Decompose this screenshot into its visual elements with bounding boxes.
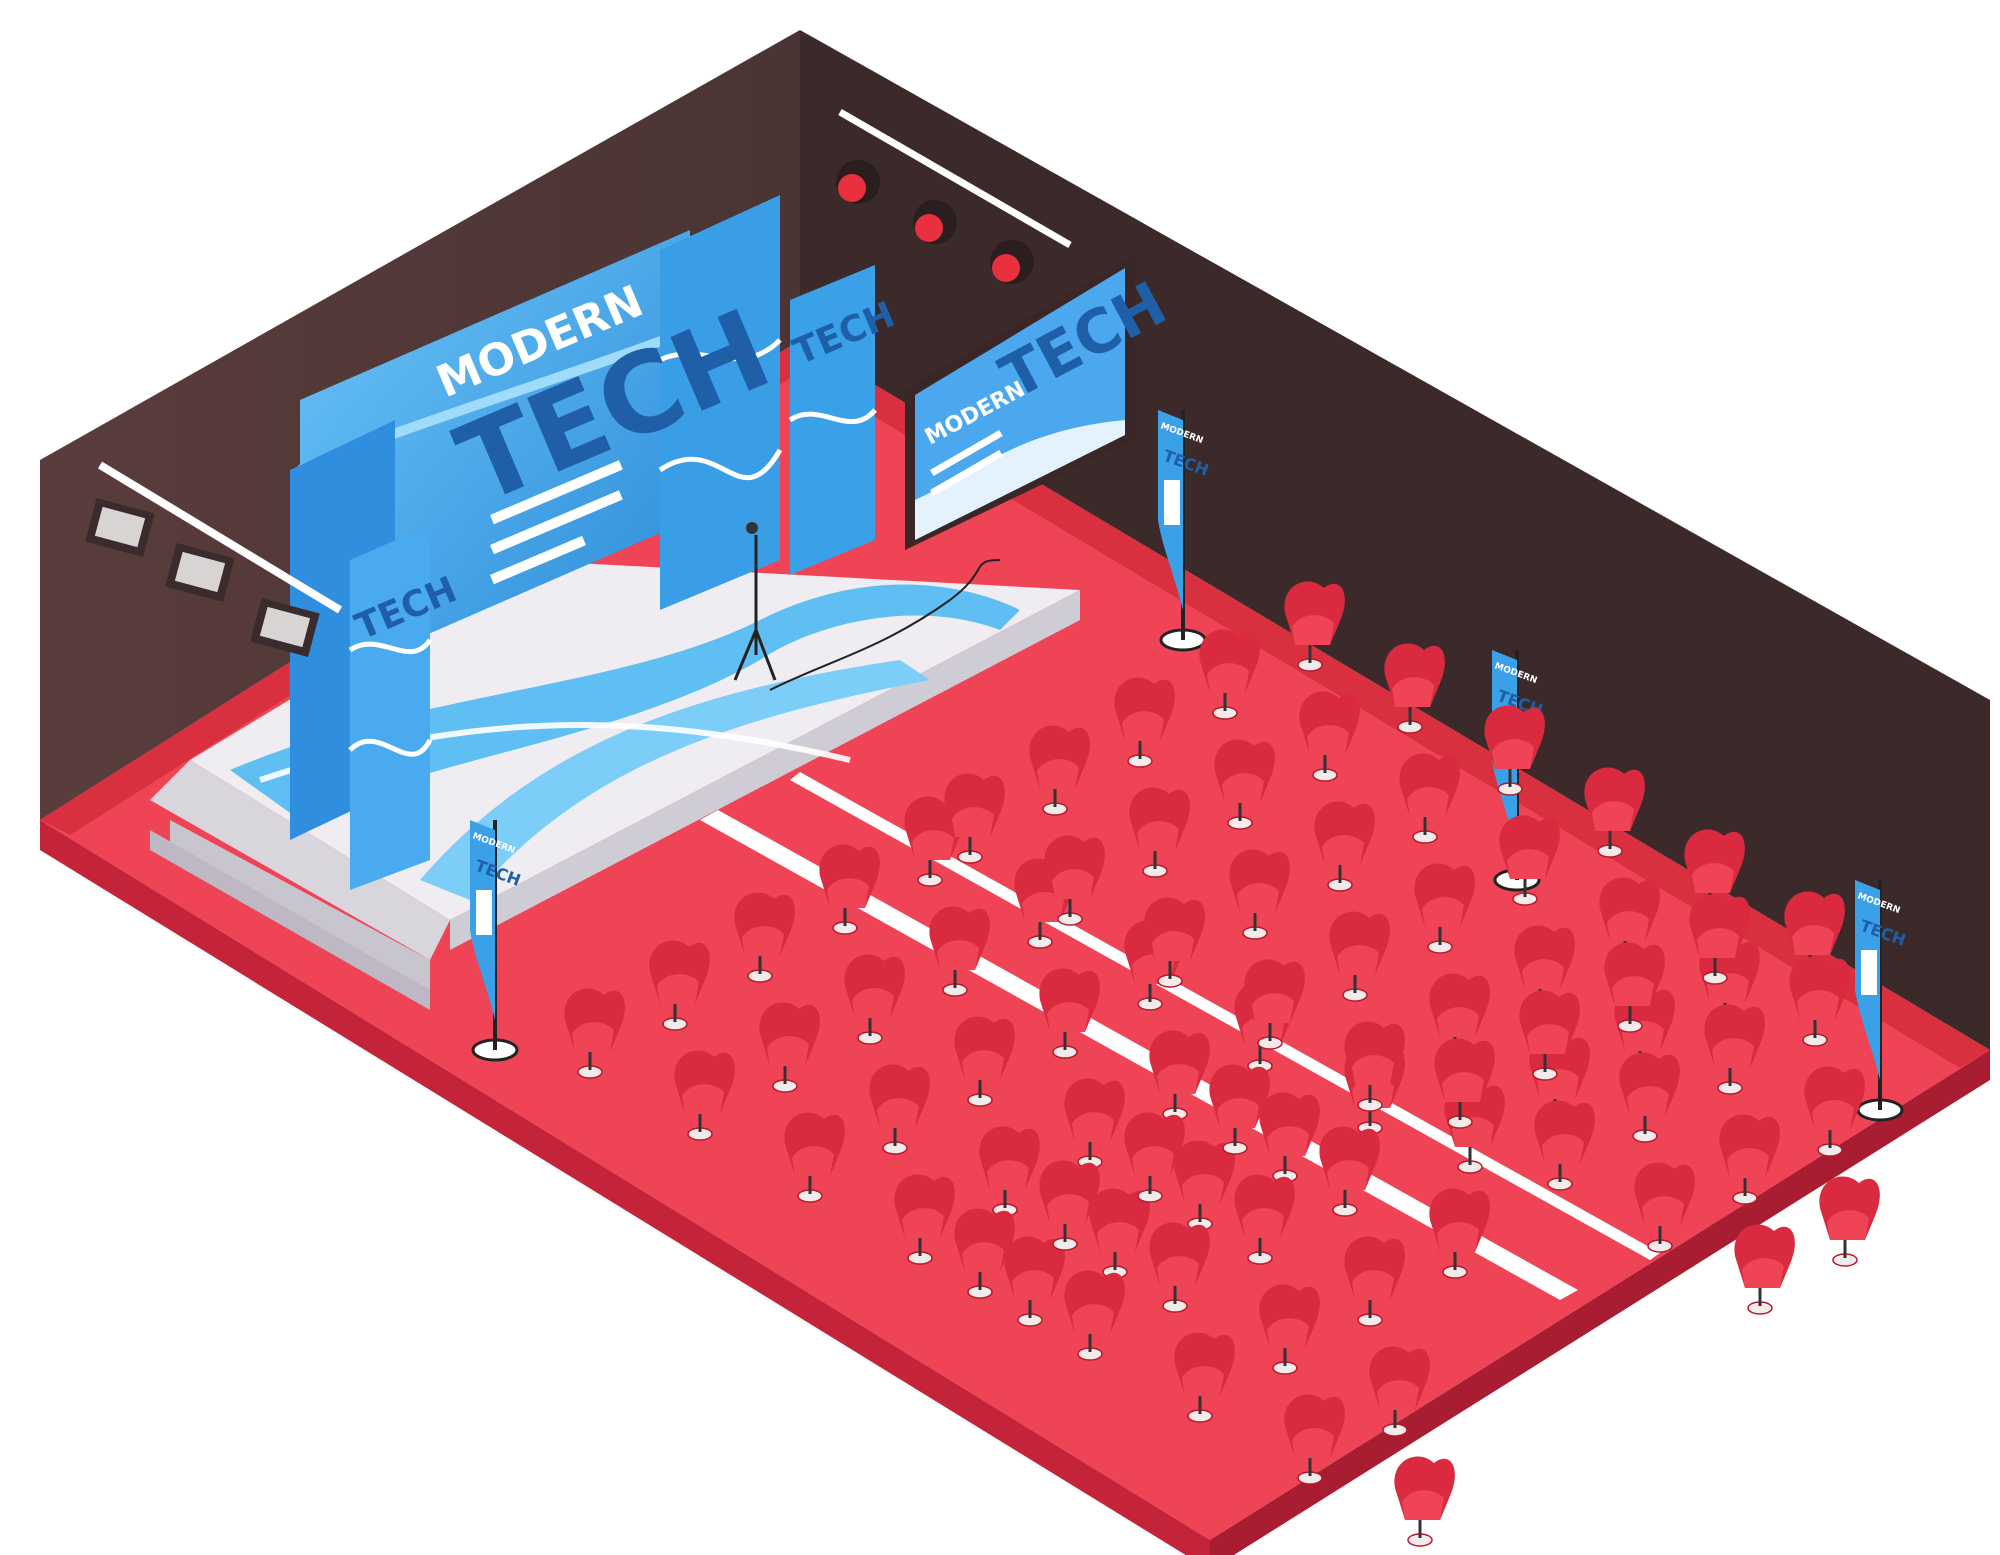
chair (1434, 1038, 1495, 1129)
chair (1029, 725, 1090, 816)
chair (1819, 1176, 1880, 1267)
chair (1234, 1174, 1295, 1265)
chair (649, 940, 710, 1031)
chair (1174, 1332, 1235, 1423)
chair (1604, 942, 1665, 1033)
chair (944, 773, 1005, 864)
chair (929, 906, 990, 997)
chair (1784, 891, 1845, 982)
chair (1344, 1021, 1405, 1112)
audience-chairs (564, 581, 1880, 1547)
chair (1124, 1112, 1185, 1203)
chair (894, 1174, 955, 1265)
chair (674, 1050, 735, 1141)
wall-monitor (905, 255, 1135, 550)
chair (1244, 959, 1305, 1050)
stage-screens (290, 195, 877, 890)
chair (1259, 1284, 1320, 1375)
chair (819, 844, 880, 935)
chair (1719, 1114, 1780, 1205)
chair (1114, 677, 1175, 768)
chair (1284, 581, 1345, 672)
chair (1329, 911, 1390, 1002)
chair (1484, 705, 1545, 796)
chair (1804, 1066, 1865, 1157)
chair (1499, 815, 1560, 906)
chair (1369, 1346, 1430, 1437)
chair (1214, 739, 1275, 830)
chair (954, 1208, 1015, 1299)
chair (1519, 990, 1580, 1081)
chair (1039, 968, 1100, 1059)
chair (1064, 1078, 1125, 1169)
chair (1314, 801, 1375, 892)
left-light-rig (85, 461, 343, 657)
chair (1199, 629, 1260, 720)
chair (1044, 835, 1105, 926)
chair (1584, 767, 1645, 858)
chair (1344, 1236, 1405, 1327)
chair (1174, 1140, 1235, 1231)
chair (734, 892, 795, 983)
chair (1064, 1270, 1125, 1361)
chair (1319, 1126, 1380, 1217)
chair (784, 1112, 845, 1203)
chair (954, 1016, 1015, 1107)
chair (1089, 1188, 1150, 1279)
chair (1129, 787, 1190, 878)
chair (1634, 1162, 1695, 1253)
chair (1394, 1456, 1455, 1547)
chair (1039, 1160, 1100, 1251)
chair (1229, 849, 1290, 940)
chair (1209, 1064, 1270, 1155)
chair (759, 1002, 820, 1093)
chair (1689, 894, 1750, 985)
chair (1429, 973, 1490, 1064)
chair (1259, 1092, 1320, 1183)
chair (564, 988, 625, 1079)
chair (1149, 1222, 1210, 1313)
chair (979, 1126, 1040, 1217)
chair (1734, 1224, 1795, 1315)
chair (1534, 1100, 1595, 1191)
microphone-stand (733, 522, 1001, 691)
chair (1299, 691, 1360, 782)
chair (1399, 753, 1460, 844)
chair (1789, 956, 1850, 1047)
chair (1704, 1004, 1765, 1095)
chair (869, 1064, 930, 1155)
chair (1284, 1394, 1345, 1485)
chair (1149, 1030, 1210, 1121)
chair (1384, 643, 1445, 734)
chair (1144, 897, 1205, 988)
chair (1619, 1052, 1680, 1143)
chair (1004, 1236, 1065, 1327)
chair (844, 954, 905, 1045)
right-light-rig (836, 108, 1072, 284)
chair (1429, 1188, 1490, 1279)
chair (1414, 863, 1475, 954)
